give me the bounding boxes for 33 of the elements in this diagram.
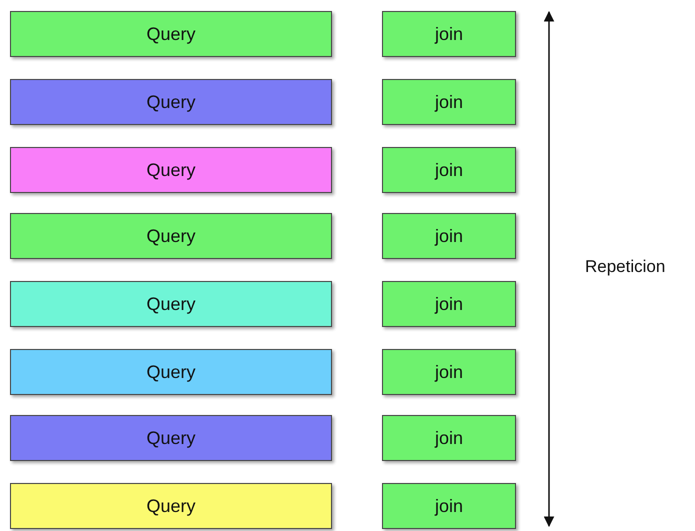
- join-box: [382, 483, 516, 529]
- box-label: Query: [146, 226, 196, 246]
- query-box: [10, 281, 332, 327]
- query-box: [10, 349, 332, 395]
- box-label: Query: [146, 92, 196, 112]
- query-box: [10, 147, 332, 193]
- box-label: join: [434, 160, 464, 180]
- dimension-label: Repeticion: [585, 257, 666, 277]
- box-label: Query: [146, 428, 196, 448]
- box-label: Query: [146, 24, 196, 44]
- box-label: join: [434, 496, 464, 516]
- box-label: join: [434, 92, 464, 112]
- query-box: [10, 483, 332, 529]
- box-label: Query: [146, 496, 196, 516]
- box-label: Query: [146, 160, 196, 180]
- box-label: join: [434, 362, 464, 382]
- box-label: join: [434, 226, 464, 246]
- box-label: join: [434, 428, 464, 448]
- join-box: [382, 281, 516, 327]
- query-box: [10, 11, 332, 57]
- box-label: Query: [146, 362, 196, 382]
- query-box: [10, 79, 332, 125]
- join-box: [382, 349, 516, 395]
- join-box: [382, 213, 516, 259]
- box-label: join: [434, 24, 464, 44]
- join-box: [382, 415, 516, 461]
- query-box: [10, 213, 332, 259]
- join-box: [382, 79, 516, 125]
- box-label: join: [434, 294, 464, 314]
- join-box: [382, 147, 516, 193]
- join-box: [382, 11, 516, 57]
- box-label: Query: [146, 294, 196, 314]
- query-box: [10, 415, 332, 461]
